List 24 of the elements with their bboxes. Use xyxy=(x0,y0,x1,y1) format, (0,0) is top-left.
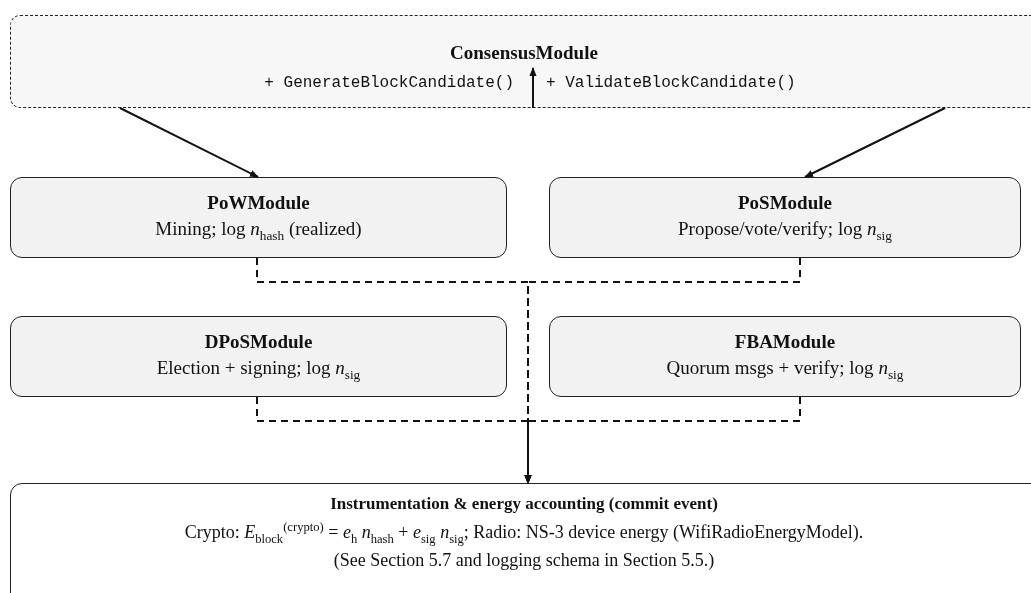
arrow xyxy=(804,107,946,178)
module-box xyxy=(549,316,1021,397)
module-description: Propose/vote/verify; log n$_{sig}$ xyxy=(677,218,893,244)
interface-box xyxy=(10,15,1031,108)
arrow xyxy=(529,67,537,109)
module-description: Mining; log n$_{hash}$ (realized) xyxy=(154,218,363,244)
description-text: Crypto: E$_{block}$$^{(crypto)}$ = e$_{h}$ n$_{hash}$ + e$_{sig}$ n$_{sig}$; Radio: NS-3 device energy (WifiRadioEnergyModel). xyxy=(183,520,865,547)
module-description: Quorum msgs + verify; log n$_{sig}$ xyxy=(665,357,905,383)
module-title: DPoSModule xyxy=(203,331,314,353)
module-description: Election + signing; log n$_{sig}$ xyxy=(155,357,362,383)
method-signature: + GenerateBlockCandidate() xyxy=(263,74,514,92)
box-title: Instrumentation & energy accounting (commit event) xyxy=(329,494,719,514)
module-box xyxy=(10,316,507,397)
module-title: ConsensusModule xyxy=(449,42,599,64)
method-signature: + ValidateBlockCandidate() xyxy=(546,74,797,92)
module-title: FBAModule xyxy=(733,331,837,353)
accounting-box xyxy=(10,483,1031,593)
module-title: PoWModule xyxy=(206,192,311,214)
module-title: PoSModule xyxy=(737,192,833,214)
description-text: (See Section 5.7 and logging schema in Section 5.5.) xyxy=(332,550,716,571)
arrow xyxy=(119,107,259,178)
module-box xyxy=(549,177,1021,258)
module-box xyxy=(10,177,507,258)
arrow xyxy=(524,396,801,484)
